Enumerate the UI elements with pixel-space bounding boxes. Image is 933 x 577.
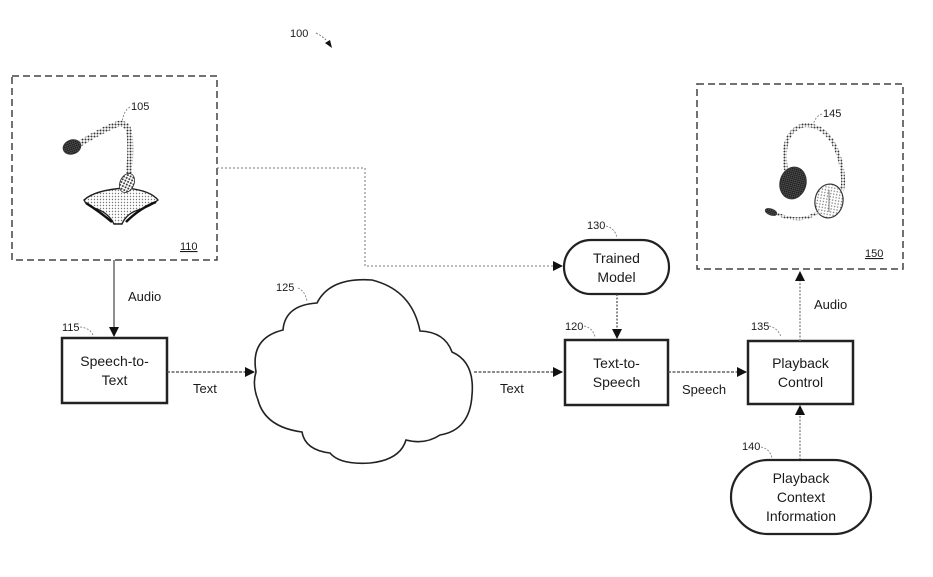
microphone-icon: 105 <box>62 101 159 225</box>
playback-control-label-line1: Playback <box>772 355 830 371</box>
tts-ref: 120 <box>565 321 583 333</box>
playback-context-label-line3: Information <box>766 508 836 524</box>
figure-ref-label: 100 <box>290 28 308 40</box>
edge-label-text-in: Text <box>500 381 524 396</box>
playback-control-ref: 135 <box>751 321 769 333</box>
headset-icon: 145 <box>764 108 846 221</box>
cloud-ref: 125 <box>276 282 294 294</box>
playback-context-ref: 140 <box>742 441 760 453</box>
playback-control-label-line2: Control <box>778 374 823 390</box>
speech-to-text-node: 115 Speech-to- Text <box>60 322 169 405</box>
edge-label-speech: Speech <box>682 382 726 397</box>
microphone-ref: 105 <box>131 101 149 113</box>
figure-reference: 100 <box>290 28 332 48</box>
playback-context-label-line2: Context <box>777 489 825 505</box>
trained-model-ref: 130 <box>587 220 605 232</box>
headset-ref: 145 <box>823 108 841 120</box>
cloud-icon: 125 <box>253 278 474 465</box>
edge-label-audio-in: Audio <box>128 289 161 304</box>
playback-control-node: 135 Playback Control <box>746 321 855 406</box>
stt-label-line2: Text <box>102 372 128 388</box>
output-device-box: 150 <box>696 83 904 270</box>
tts-label-line2: Speech <box>593 374 640 390</box>
edge-label-audio-out: Audio <box>814 297 847 312</box>
edge-input-to-trained-model <box>217 167 563 271</box>
stt-label-line1: Speech-to- <box>80 353 149 369</box>
input-device-box: 110 <box>11 75 218 261</box>
playback-context-label-line1: Playback <box>773 470 831 486</box>
text-to-speech-node: 120 Text-to- Speech <box>563 321 670 407</box>
edge-label-text-out: Text <box>193 381 217 396</box>
tts-label-line1: Text-to- <box>593 355 640 371</box>
playback-context-node: 140 Playback Context Information <box>729 441 873 536</box>
trained-model-label-line1: Trained <box>593 250 640 266</box>
input-device-ref: 110 <box>180 241 198 253</box>
stt-ref: 115 <box>62 322 80 334</box>
output-device-ref: 150 <box>865 248 883 260</box>
trained-model-node: 130 Trained Model <box>562 220 671 296</box>
trained-model-label-line2: Model <box>597 269 635 285</box>
figure-pointer-arrow <box>325 40 332 48</box>
